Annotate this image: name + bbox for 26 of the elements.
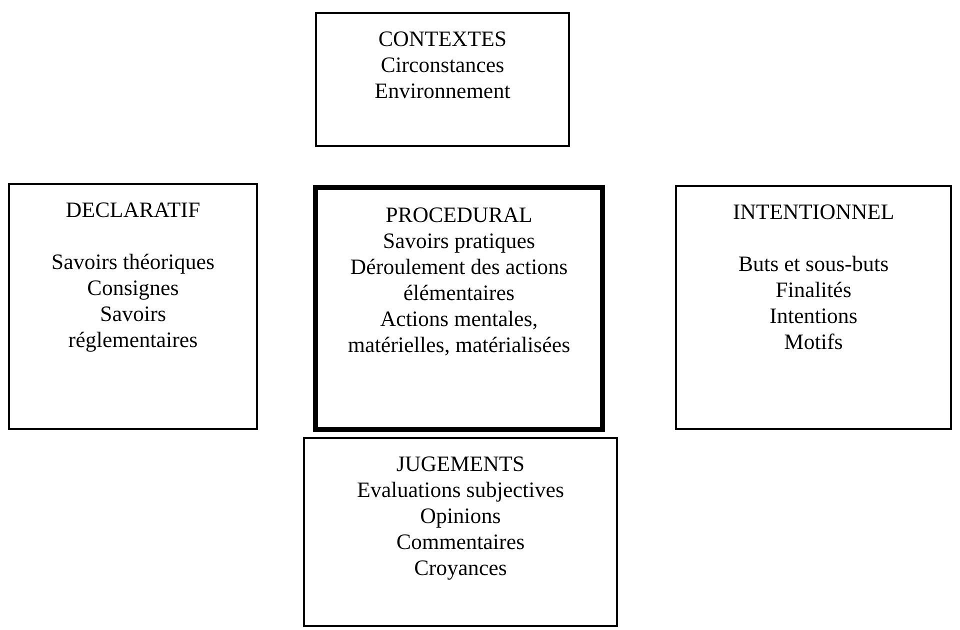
concept-box [303, 437, 618, 627]
box-text: Savoirs pratiques [382, 228, 536, 254]
box-text: Circonstances [380, 52, 506, 78]
box-heading: DECLARATIF [66, 197, 200, 223]
box-heading: INTENTIONNEL [732, 199, 894, 225]
box-text: Savoirs théoriques [50, 249, 216, 275]
concept-box [675, 185, 952, 430]
concept-box [8, 183, 258, 430]
concept-box [315, 12, 570, 147]
box-text: Finalités [774, 277, 852, 303]
box-text: Evaluations subjectives [356, 477, 566, 503]
box-text: Déroulement des actions élémentaires [349, 254, 569, 306]
box-text: Environnement [374, 78, 512, 104]
box-text: Commentaires [395, 529, 526, 555]
box-text: Actions mentales, matérielles, matérialisées [346, 306, 572, 358]
box-heading: CONTEXTES [378, 26, 507, 52]
box-text: Motifs [783, 329, 844, 355]
box-text: Intentions [768, 303, 858, 329]
box-text: Savoirs réglementaires [67, 301, 199, 353]
box-text: Croyances [413, 555, 508, 581]
box-text: Buts et sous-buts [737, 251, 890, 277]
box-text: Consignes [86, 275, 180, 301]
box-heading: JUGEMENTS [396, 451, 525, 477]
box-heading: PROCEDURAL [386, 202, 532, 228]
box-text: Opinions [419, 503, 502, 529]
concept-box [313, 185, 605, 432]
